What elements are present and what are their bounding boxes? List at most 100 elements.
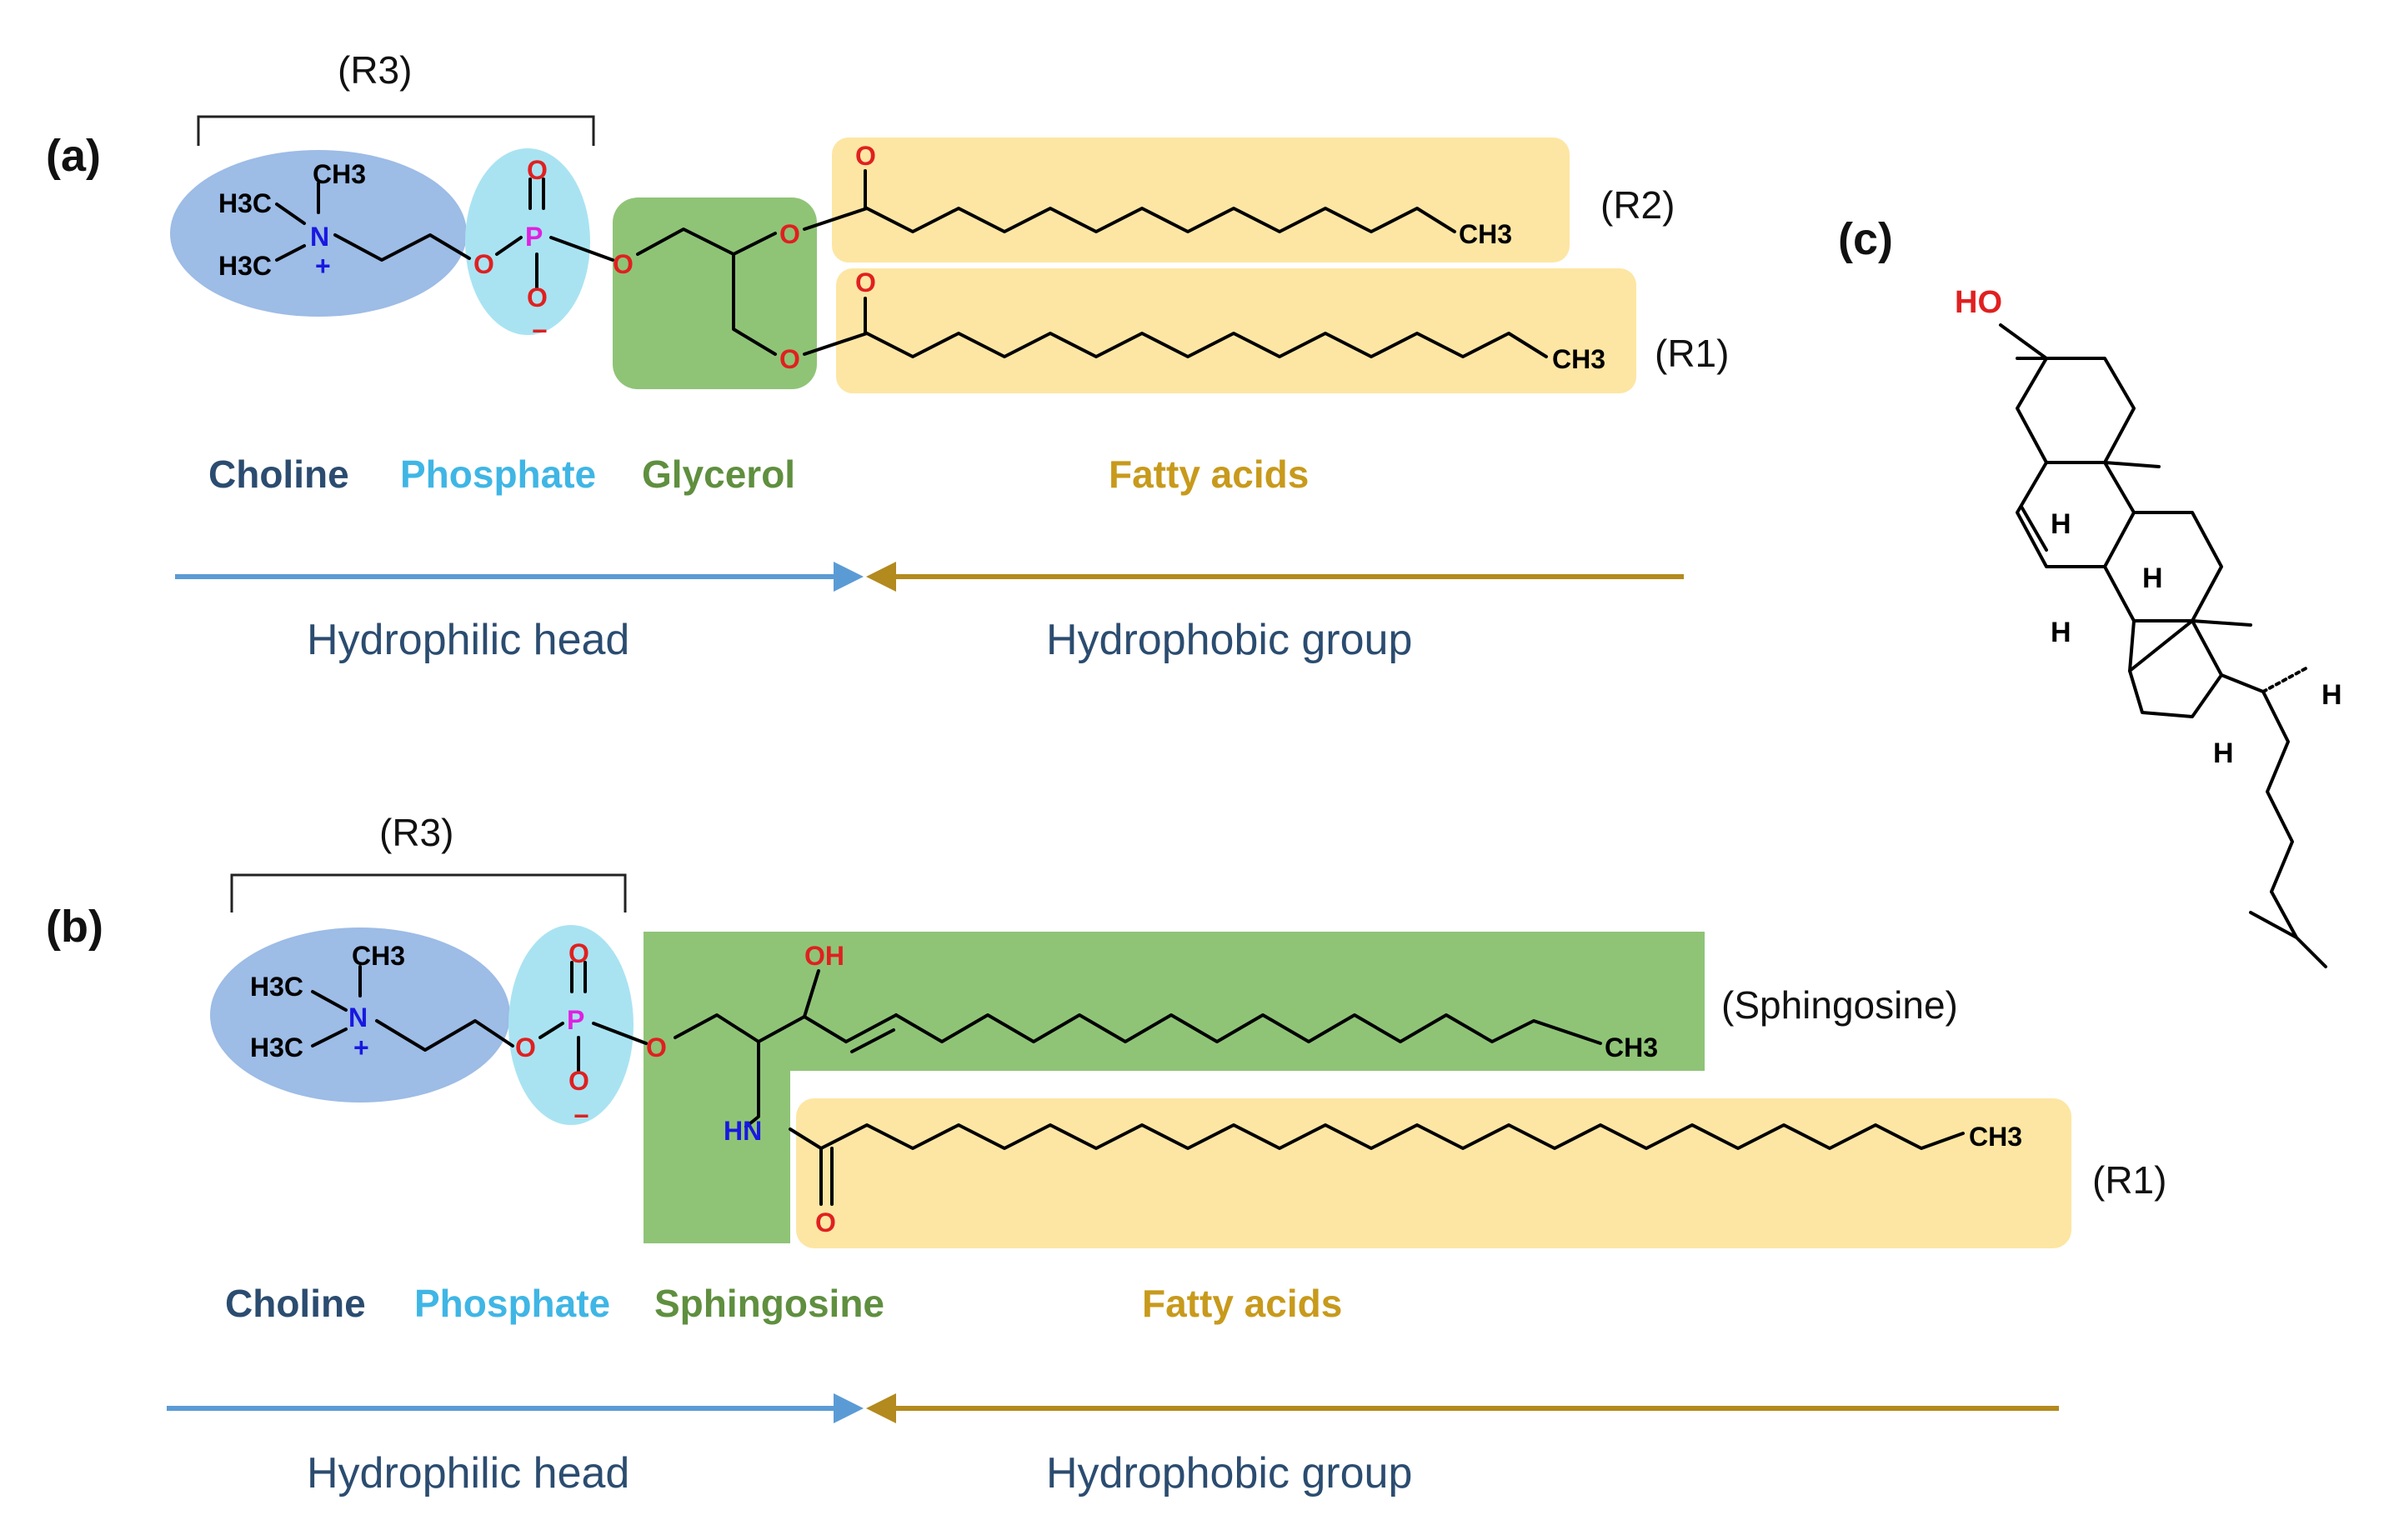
b-p-double-o (570, 961, 587, 993)
a-nitrogen: N (310, 222, 329, 252)
r1-label-a: (R1) (1655, 332, 1729, 375)
a-chain-r1 (865, 332, 1548, 358)
b-oh-bond (803, 969, 820, 1018)
a-choline-label: Choline (208, 452, 349, 496)
b-sphingosine-label: Sphingosine (654, 1282, 884, 1325)
sphingosine-region (644, 932, 1705, 1243)
b-hydrophilic-label: Hydrophilic head (307, 1449, 629, 1498)
a-o-carbonyl-top: O (855, 141, 876, 171)
r3-bracket-b (230, 873, 627, 912)
panel-b: (b) (R3) H3C CH3 H3C N + O P O O − O OH (46, 811, 2166, 1498)
r1-label-b: (R1) (2092, 1158, 2166, 1202)
a-methyl-bonds (275, 202, 306, 262)
a-p-double-o (528, 178, 545, 210)
a-ch3-r2: CH3 (1459, 219, 1512, 249)
r2-label: (R2) (1600, 183, 1675, 227)
c-h-5: H (2321, 679, 2342, 711)
ring-b (2016, 461, 2136, 568)
panel-c-label: (c) (1838, 214, 1893, 264)
b-n-bond (744, 1040, 760, 1128)
a-phosphorus: P (525, 222, 543, 252)
b-hn: HN (724, 1116, 762, 1146)
r3-bracket (197, 115, 595, 146)
a-o-double: O (527, 155, 548, 185)
a-ch3-top: CH3 (313, 159, 366, 189)
ring-d-close (2128, 619, 2194, 672)
b-fatty-acids-label: Fatty acids (1142, 1282, 1342, 1325)
a-phosphate-label: Phosphate (400, 452, 596, 496)
a-o-ester-bottom: O (779, 344, 800, 374)
a-o-minus: O (527, 282, 548, 312)
choline-region-b (210, 928, 510, 1102)
b-o-double: O (568, 938, 589, 968)
a-o-1: O (473, 249, 494, 279)
b-o-2: O (646, 1032, 667, 1062)
ho-bond (1999, 323, 2048, 360)
a-h3c-top: H3C (218, 188, 272, 218)
ring-a (2016, 357, 2136, 464)
b-phosphorus: P (567, 1005, 584, 1035)
b-ch3-top: CH3 (352, 941, 405, 971)
a-minus: − (532, 316, 548, 346)
ring-b-double (2020, 505, 2048, 552)
phosphate-region (465, 148, 590, 335)
a-hydrophobic-label: Hydrophobic group (1046, 616, 1412, 664)
b-n-charge: + (353, 1032, 369, 1062)
ring-cd-link (2128, 619, 2136, 672)
b-o-minus: O (568, 1066, 589, 1096)
b-nitrogen: N (348, 1002, 368, 1032)
side-chain-methyl (2261, 665, 2311, 693)
a-fatty-acids-label: Fatty acids (1109, 452, 1309, 496)
c-h-4: H (2213, 738, 2234, 769)
fatty-acid-r2-region (832, 138, 1570, 262)
a-glycerol-label: Glycerol (642, 452, 795, 496)
b-choline-label: Choline (225, 1282, 366, 1325)
b-trans-double (844, 1013, 898, 1053)
a-glycerol-bottom (732, 252, 777, 356)
b-o-amide: O (815, 1208, 836, 1238)
phosphate-region-b (508, 925, 634, 1125)
b-h3c-top: H3C (250, 972, 303, 1002)
a-hydrophilic-label: Hydrophilic head (307, 616, 629, 664)
a-o-2: O (613, 249, 634, 279)
c-h-1: H (2051, 508, 2071, 540)
b-o-1: O (515, 1032, 536, 1062)
b-h3c-bottom: H3C (250, 1032, 303, 1062)
a-ester-top (803, 169, 869, 231)
sphingosine-r-label: (Sphingosine) (1721, 983, 1958, 1027)
b-minus: − (573, 1101, 589, 1131)
a-h3c-bottom: H3C (218, 251, 272, 281)
a-n-charge: + (315, 251, 331, 281)
b-phosphate-label: Phosphate (414, 1282, 610, 1325)
b-ethyl-bonds (375, 1019, 514, 1052)
a-ethyl-bonds (333, 233, 471, 262)
b-po-bonds (538, 1022, 648, 1045)
b-fatty-chain (819, 1123, 1965, 1150)
a-chain-r2 (865, 207, 1456, 233)
ring-d (2128, 619, 2223, 718)
a-ester-bottom (803, 297, 869, 356)
b-methyl-bonds (311, 990, 348, 1048)
a-o-carbonyl-bottom: O (855, 268, 876, 298)
a-ch3-r1: CH3 (1552, 344, 1605, 374)
ring-c (2103, 511, 2223, 622)
a-glycerol-top (636, 228, 777, 256)
b-ch3-sphingosine: CH3 (1605, 1032, 1658, 1062)
choline-region (170, 150, 467, 317)
r3-bracket-label-b: (R3) (379, 811, 453, 854)
panel-c: (c) HO H H H H H (1838, 214, 2342, 968)
a-o-ester-top: O (779, 219, 800, 249)
b-sphingosine-chain (894, 1013, 1602, 1045)
b-hydrophobic-label: Hydrophobic group (1046, 1449, 1412, 1498)
a-po-bonds (495, 236, 614, 262)
r3-bracket-label: (R3) (338, 48, 412, 92)
b-oh: OH (804, 941, 844, 971)
panel-b-label: (b) (46, 902, 103, 952)
glycerol-region (613, 198, 817, 389)
fatty-acid-region-b (796, 1098, 2071, 1248)
methyl-c10 (2103, 461, 2161, 468)
side-chain (2220, 673, 2327, 968)
fatty-acid-r1-region (836, 268, 1636, 393)
c-h-2: H (2142, 562, 2163, 594)
